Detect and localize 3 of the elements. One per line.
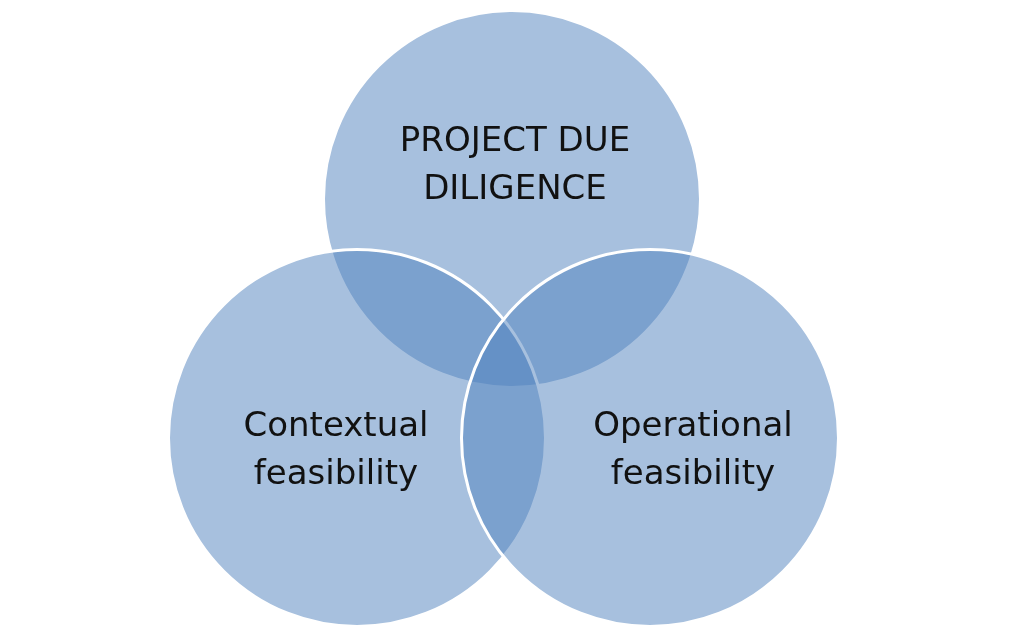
circle-label: Operational feasibility [592,403,794,494]
circle-label: PROJECT DUE DILIGENCE [398,118,632,209]
circle-label: Contextual feasibility [242,403,430,494]
